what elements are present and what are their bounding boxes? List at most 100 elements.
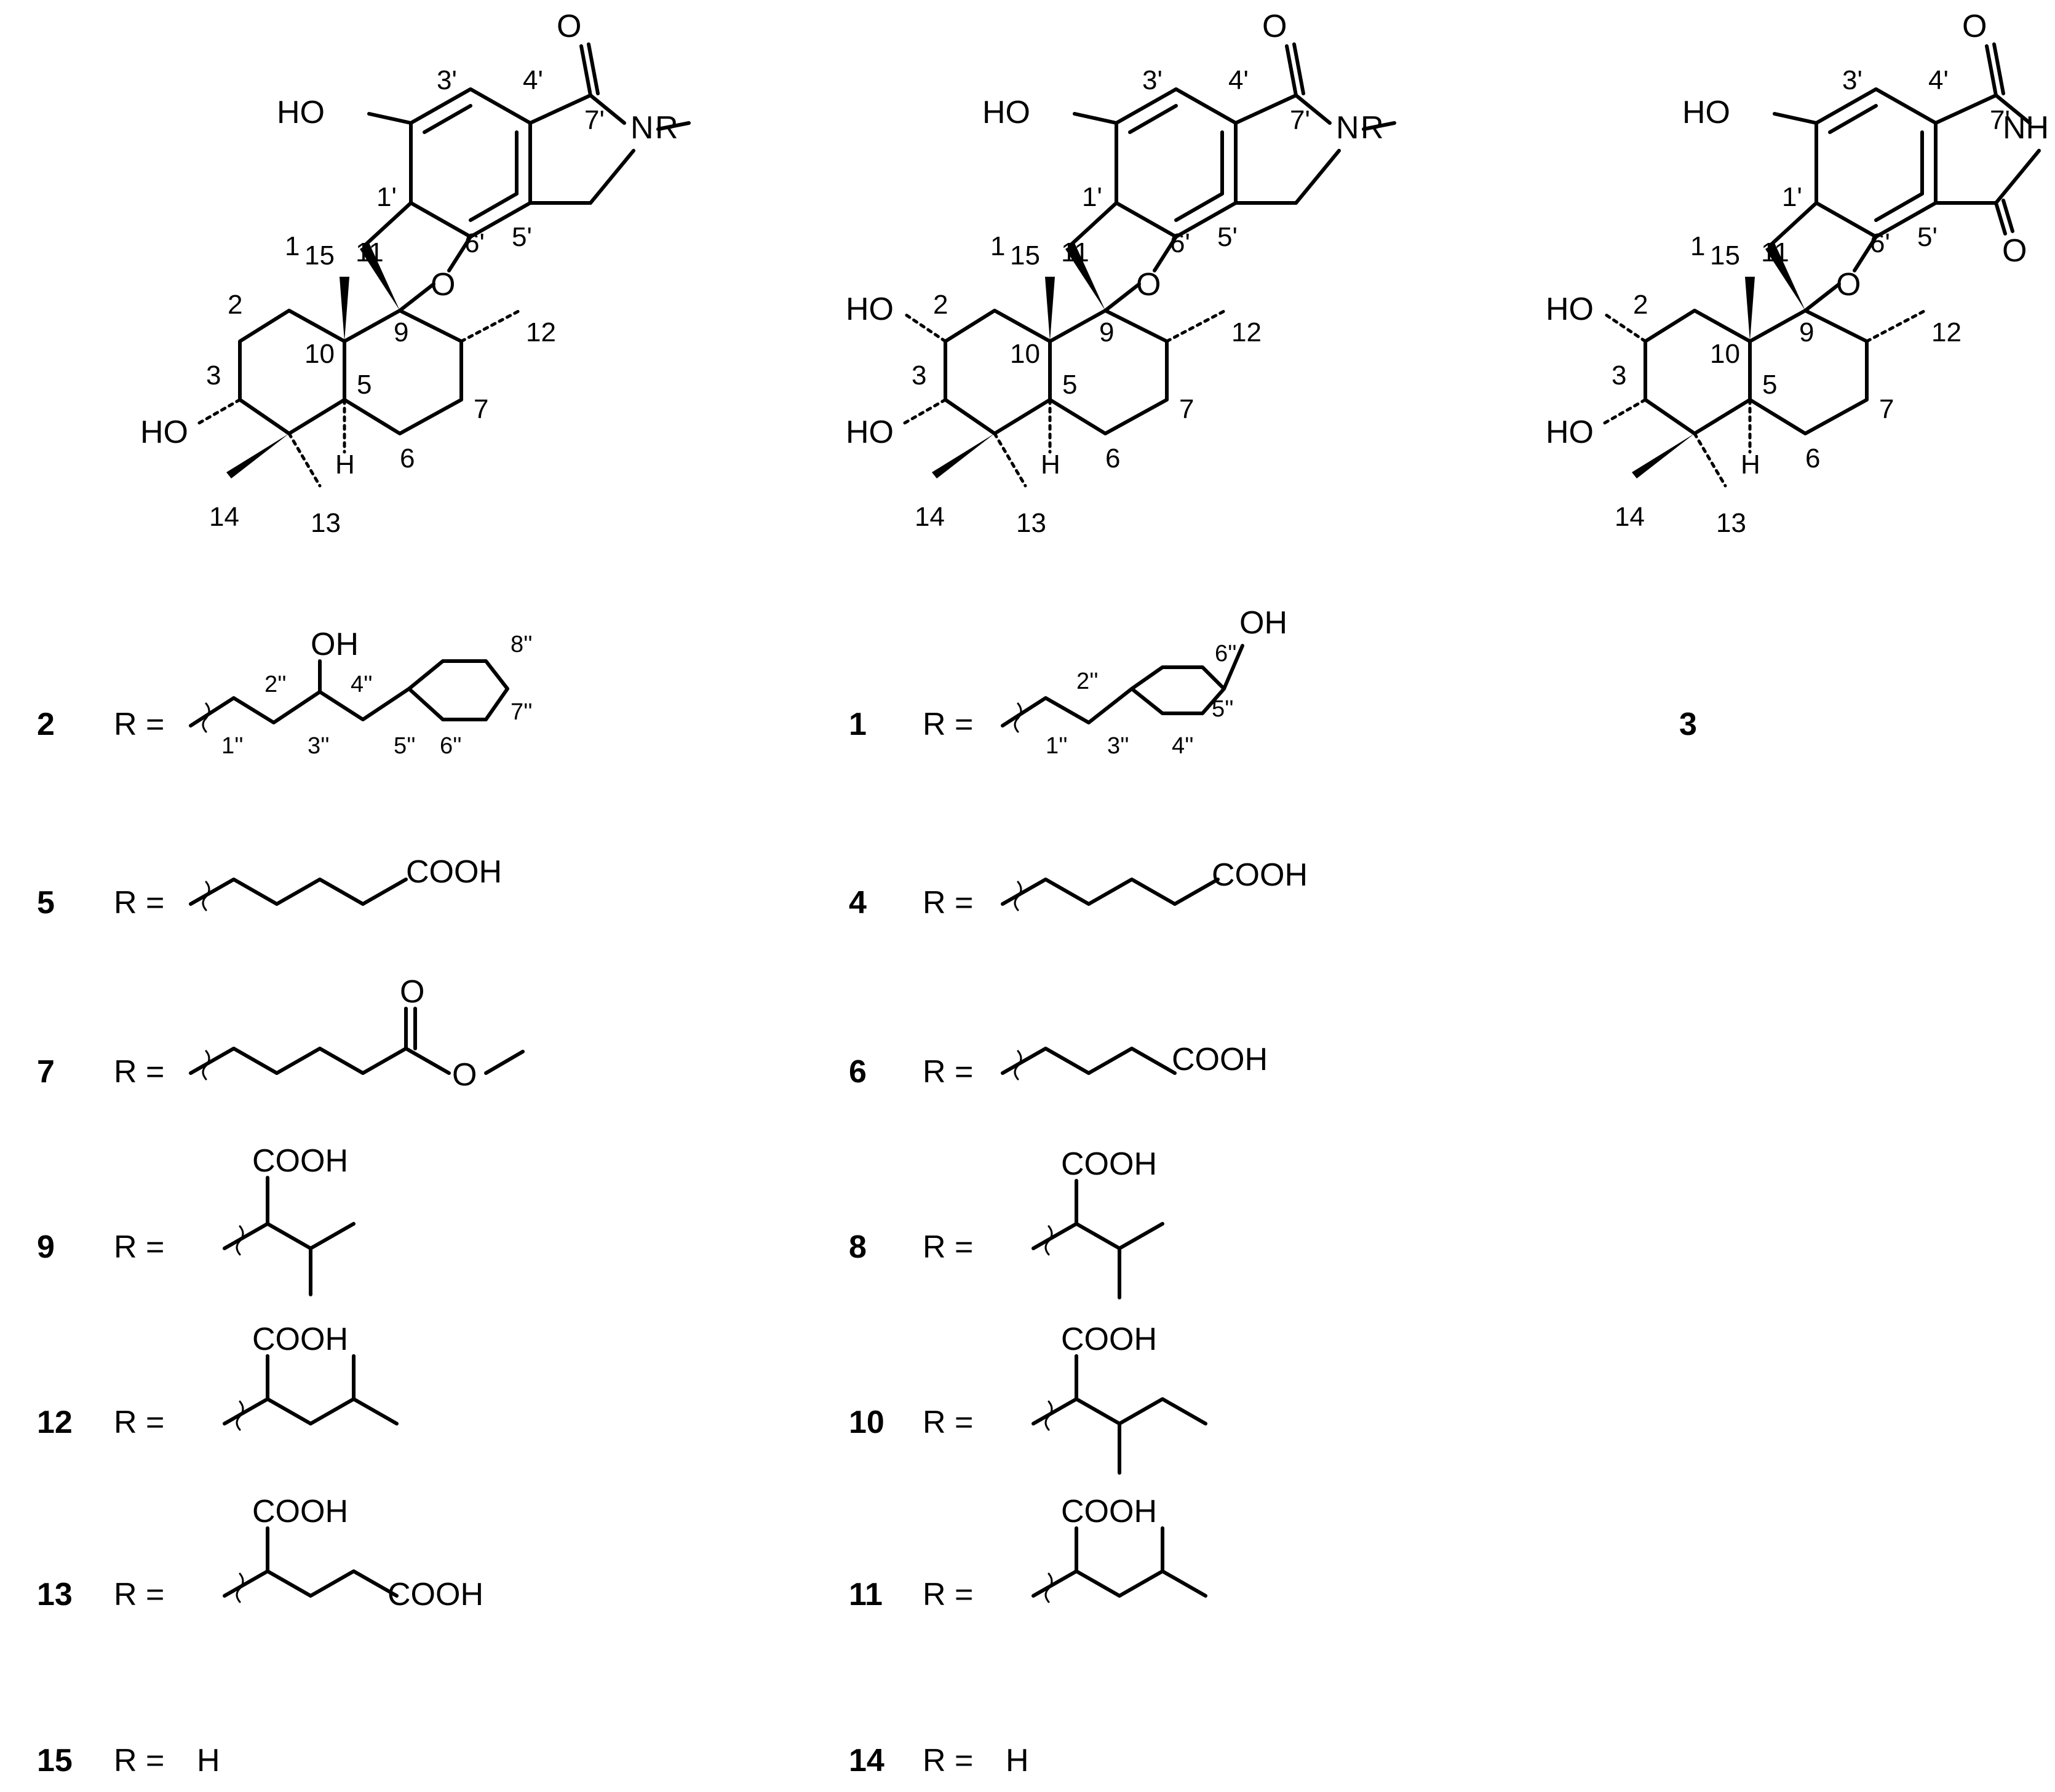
c10-label: 10 xyxy=(304,339,335,369)
c7p-label: 7' xyxy=(1990,105,2010,135)
c10-label: 10 xyxy=(1010,339,1040,369)
c9-label: 9 xyxy=(1099,317,1114,347)
c3p-label: 3' xyxy=(437,65,457,95)
c6-label: 6 xyxy=(400,443,415,474)
ho-label: HO xyxy=(277,95,325,130)
r-equals: R = xyxy=(114,1229,164,1265)
c7-label: 7 xyxy=(1879,394,1894,424)
compound-number: 10 xyxy=(849,1405,884,1440)
oh-label: OH xyxy=(311,627,359,662)
c3p-label: 3' xyxy=(1142,65,1163,95)
h5-label: H xyxy=(335,450,355,480)
compound-number: 7 xyxy=(37,1054,55,1090)
r-label: R xyxy=(1361,110,1384,146)
ho-label: HO xyxy=(1682,95,1730,130)
c5p-label: 5' xyxy=(512,222,532,252)
c7p-label: 7' xyxy=(1290,105,1310,135)
c14-label: 14 xyxy=(1615,502,1645,532)
r-equals: R = xyxy=(923,1054,973,1090)
cooh-label: COOH xyxy=(1172,1042,1268,1077)
pos-8: 8'' xyxy=(511,632,533,657)
o-label: O xyxy=(452,1057,477,1093)
ho2-label: HO xyxy=(1546,291,1594,327)
compound-1: 1 R = OH 1'' 2'' 3'' 4'' 5'' 6'' xyxy=(849,605,1287,759)
pos-1: 1'' xyxy=(1046,733,1068,759)
h-label: H xyxy=(1006,1743,1029,1778)
c6-label: 6 xyxy=(1805,443,1820,474)
o-label: O xyxy=(400,974,424,1010)
c13-label: 13 xyxy=(311,508,341,538)
o2-label: O xyxy=(2002,233,2027,269)
compound-number: 12 xyxy=(37,1405,73,1440)
compound-number: 11 xyxy=(849,1577,883,1612)
side-chain xyxy=(223,1397,399,1425)
ho3-label: HO xyxy=(140,414,188,450)
c7p-label: 7' xyxy=(584,105,605,135)
h5-label: H xyxy=(1741,450,1760,480)
compound-10: 10 R = COOH xyxy=(849,1322,1207,1475)
ring-o-label: O xyxy=(1836,267,1861,303)
c11-label: 11 xyxy=(1061,237,1089,268)
compound-number: 4 xyxy=(849,885,867,921)
o-label: O xyxy=(557,9,581,44)
c12-label: 12 xyxy=(526,317,556,347)
cooh-label-2: COOH xyxy=(388,1577,483,1612)
side-chain xyxy=(1031,1222,1164,1250)
side-chain xyxy=(1001,878,1220,906)
cooh-label: COOH xyxy=(252,1494,348,1529)
cooh-label: COOH xyxy=(1212,857,1308,893)
c11-label: 11 xyxy=(1761,237,1789,268)
ring-o-label: O xyxy=(1136,267,1161,303)
c5-label: 5 xyxy=(1762,370,1777,400)
r-equals: R = xyxy=(114,1577,164,1612)
c1p-label: 1' xyxy=(1082,182,1102,212)
cooh-label: COOH xyxy=(1061,1146,1157,1182)
c12-label: 12 xyxy=(1231,317,1262,347)
core-structure-right: HO O O NH O HO HO H 1 2 3 5 6 7 9 10 11 … xyxy=(1546,9,2055,538)
pos-5: 5'' xyxy=(394,733,416,759)
c14-label: 14 xyxy=(915,502,945,532)
compound-number: 6 xyxy=(849,1054,867,1090)
o-label: O xyxy=(1962,9,1987,44)
n-label: N xyxy=(1336,110,1359,146)
c14-label: 14 xyxy=(209,502,239,532)
compound-7: 7 R = O O xyxy=(37,974,525,1093)
c3-label: 3 xyxy=(206,360,221,391)
nh-label: NH xyxy=(2003,110,2049,146)
compound-15: 15 R = H xyxy=(37,1743,220,1778)
compound-5: 5 R = COOH xyxy=(37,854,502,921)
compound-number: 9 xyxy=(37,1229,55,1265)
c9-label: 9 xyxy=(394,317,408,347)
compound-number: 3 xyxy=(1679,707,1697,742)
compound-11: 11 R = COOH xyxy=(849,1494,1207,1612)
pos-5: 5'' xyxy=(1212,696,1234,722)
r-equals: R = xyxy=(114,1054,164,1090)
ho3-label: HO xyxy=(846,414,894,450)
c5p-label: 5' xyxy=(1217,222,1238,252)
side-chain xyxy=(1031,1397,1207,1425)
c11-label: 11 xyxy=(356,237,384,268)
c4p-label: 4' xyxy=(1228,65,1249,95)
compound-number: 2 xyxy=(37,707,55,742)
c1-label: 1 xyxy=(1690,231,1705,261)
c4p-label: 4' xyxy=(523,65,543,95)
r-equals: R = xyxy=(923,707,973,742)
r-equals: R = xyxy=(923,1405,973,1440)
c1p-label: 1' xyxy=(1782,182,1802,212)
c1-label: 1 xyxy=(285,231,300,261)
compound-number: 1 xyxy=(849,707,867,742)
core-structure-middle: HO O N R O HO HO H 1 2 3 5 6 7 9 10 11 1… xyxy=(846,9,1394,538)
c9-label: 9 xyxy=(1799,317,1814,347)
cooh-label: COOH xyxy=(252,1322,348,1357)
c1p-label: 1' xyxy=(376,182,397,212)
c5-label: 5 xyxy=(357,370,372,400)
ring-o-label: O xyxy=(431,267,455,303)
compound-number: 14 xyxy=(849,1743,884,1778)
c2-label: 2 xyxy=(228,290,242,320)
r-label: R xyxy=(655,110,678,146)
c6p-label: 6' xyxy=(1870,228,1890,258)
r-equals: R = xyxy=(114,885,164,921)
c5p-label: 5' xyxy=(1917,222,1938,252)
compound-number: 5 xyxy=(37,885,55,921)
